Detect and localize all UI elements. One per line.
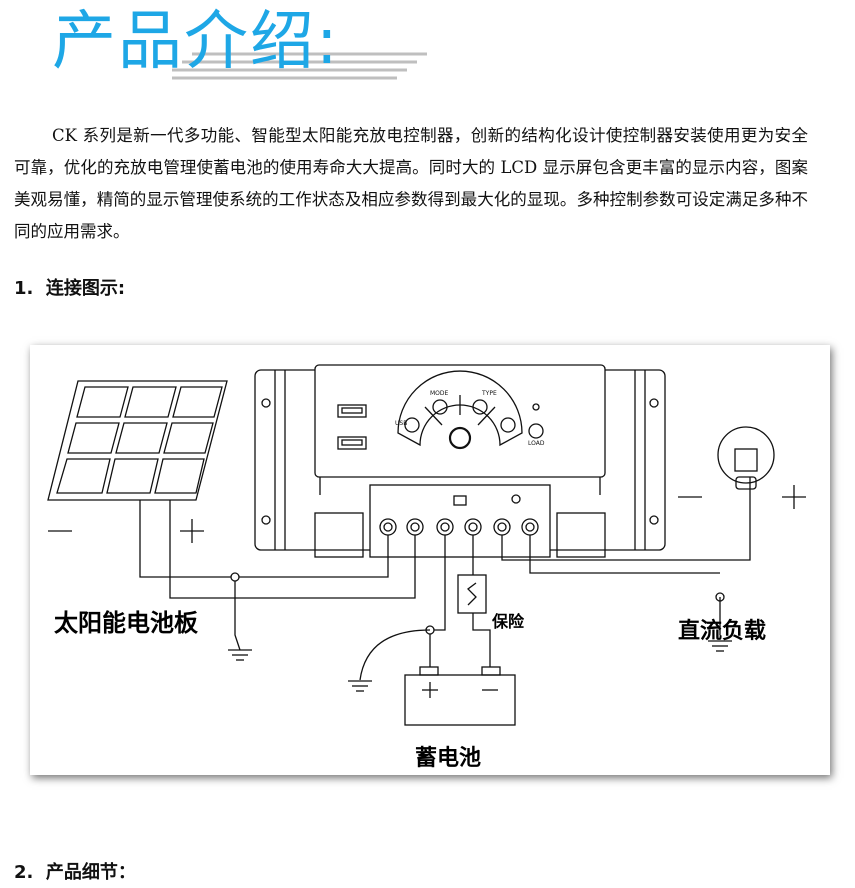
usb-button-label: USB <box>395 420 407 427</box>
connection-diagram: MODE TYPE USB LOAD 太阳能电池板 保险 直流负载 蓄电池 <box>30 345 830 775</box>
section-1-title: 连接图示: <box>45 278 126 299</box>
dc-load-label: 直流负载 <box>678 619 767 644</box>
section-2-number: 2. <box>14 862 34 883</box>
title-decoration-stripes <box>172 52 427 80</box>
section-1-heading: 1. 连接图示: <box>14 274 125 300</box>
load-button-label: LOAD <box>528 440 545 447</box>
battery-icon <box>404 666 516 726</box>
page-title-block: 产品介绍: <box>52 5 427 86</box>
connection-diagram-drawing: MODE TYPE USB LOAD <box>47 364 806 726</box>
lamp-icon <box>717 426 775 490</box>
solar-panel-icon <box>47 380 228 501</box>
type-button-label: TYPE <box>481 390 497 397</box>
page-title: 产品介绍: <box>52 5 340 79</box>
intro-text: CK 系列是新一代多功能、智能型太阳能充放电控制器，创新的结构化设计使控制器安装… <box>14 126 808 241</box>
intro-paragraph: CK 系列是新一代多功能、智能型太阳能充放电控制器，创新的结构化设计使控制器安装… <box>14 120 808 248</box>
mode-button-label: MODE <box>430 390 449 397</box>
section-1-number: 1. <box>14 278 34 299</box>
fuse-label: 保险 <box>492 612 525 631</box>
section-2-heading: 2. 产品细节： <box>14 858 136 884</box>
solar-panel-label: 太阳能电池板 <box>54 609 198 637</box>
section-2-title: 产品细节： <box>45 862 136 883</box>
charge-controller-icon <box>139 364 806 726</box>
battery-label: 蓄电池 <box>415 746 482 771</box>
